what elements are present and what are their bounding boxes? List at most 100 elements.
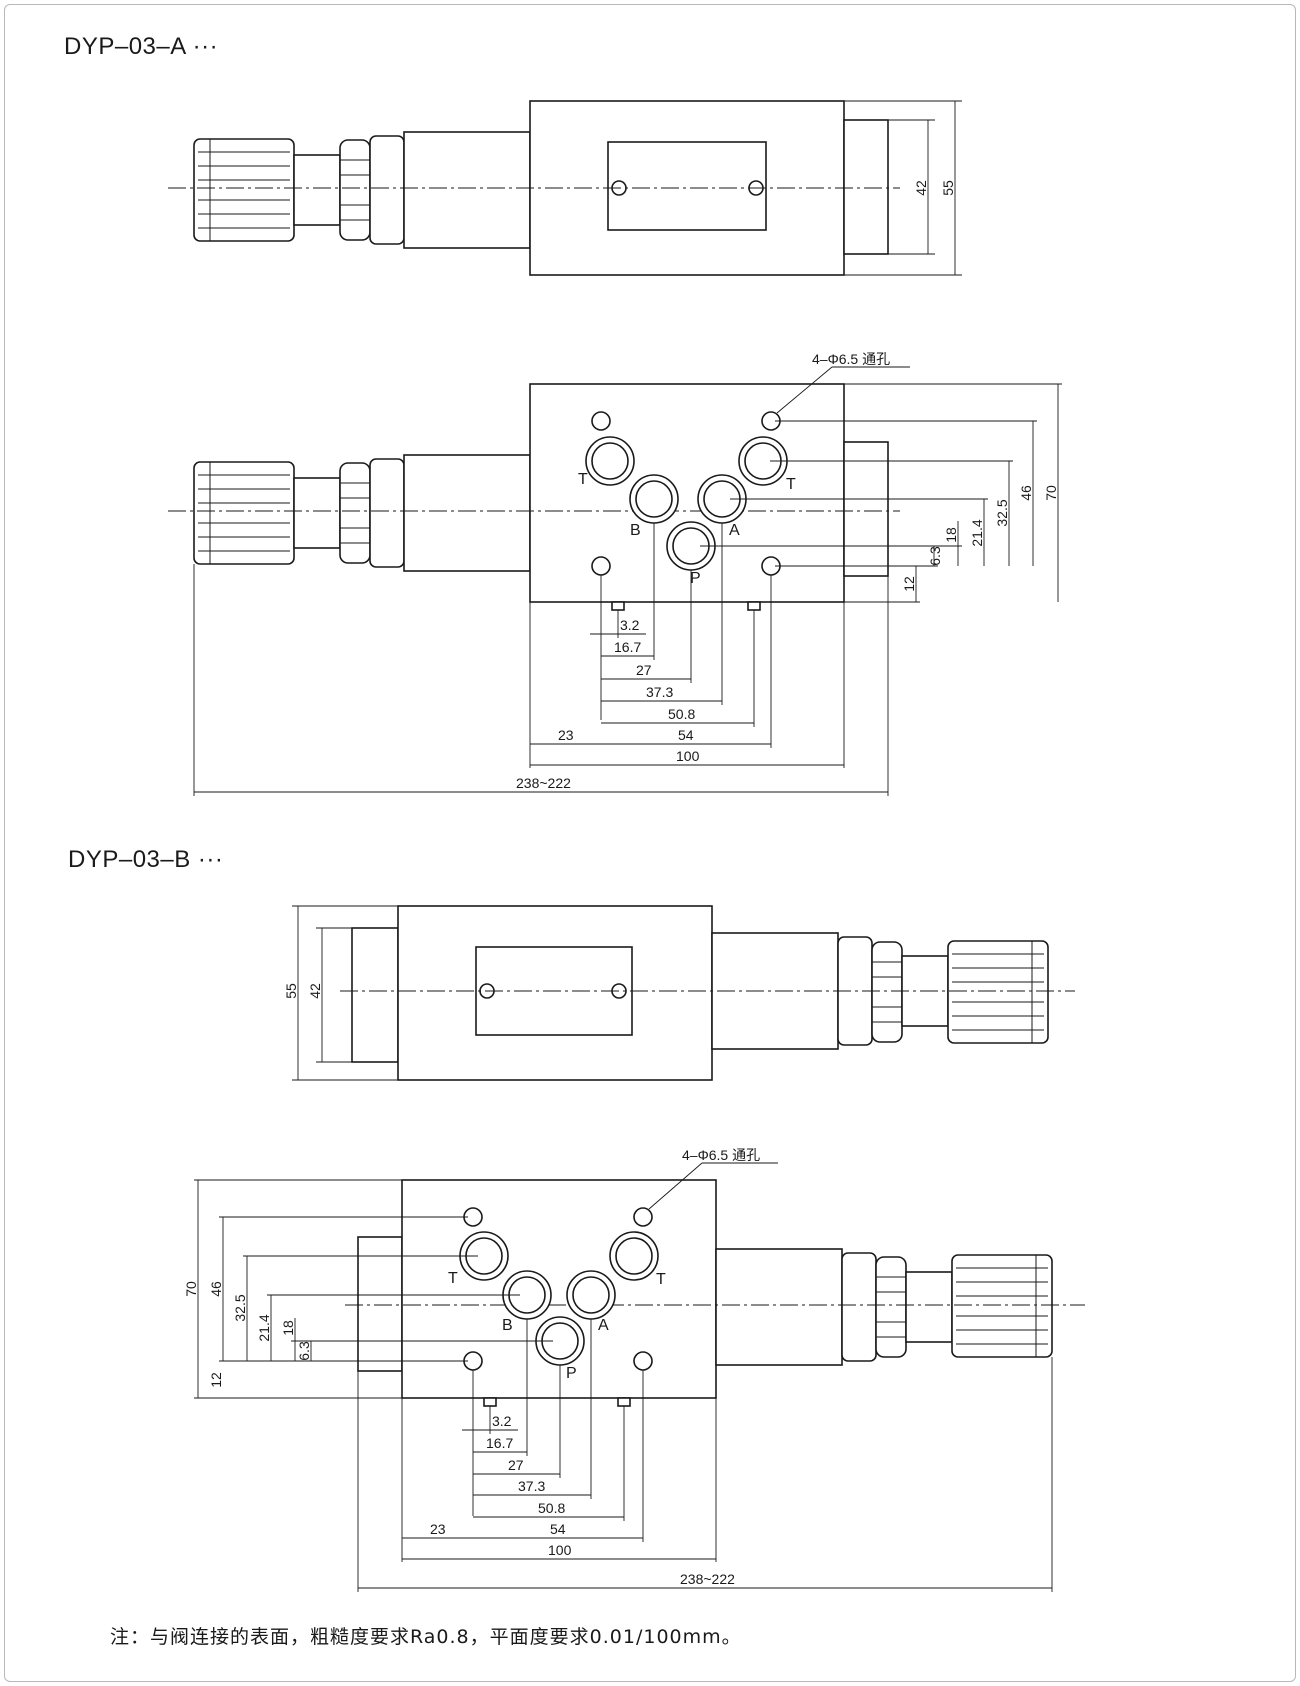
housing-a-bottom: [403, 454, 531, 572]
dim-37-3-label-a: 37.3: [646, 684, 673, 700]
stem-a-top: [293, 154, 341, 226]
dim-32-5-label-b: 32.5: [232, 1294, 248, 1321]
port-label-a-b: A: [598, 1317, 609, 1334]
dim-42-55-a: [844, 100, 962, 276]
port-b-a: [629, 474, 679, 524]
port-label-b-b: B: [502, 1317, 513, 1334]
dim-21-4-label-a: 21.4: [969, 519, 985, 546]
hex-nut-b-top: [871, 941, 903, 1043]
hole-note-a: 4–Φ6.5 通孔: [812, 351, 890, 367]
housing-a-top: [403, 131, 531, 249]
dim-16-7-label-a: 16.7: [614, 639, 641, 655]
port-label-p-b: P: [566, 1365, 577, 1382]
dim-54-label-b: 54: [550, 1521, 566, 1537]
port-label-t-right-a: T: [786, 476, 796, 493]
mount-hole-br-b: [633, 1351, 653, 1371]
view-a-top: 42 55: [168, 100, 962, 276]
adjust-knob-a-bottom: [193, 461, 295, 565]
dim-23-label-b: 23: [430, 1521, 446, 1537]
dims-vertical-a: [700, 383, 1062, 603]
dim-100-label-a: 100: [676, 748, 700, 764]
dim-27-label-b: 27: [508, 1457, 524, 1473]
dim-23-label-a: 23: [558, 727, 574, 743]
end-cap-b-top: [351, 927, 399, 1063]
dim-3-2-label-a: 3.2: [620, 617, 640, 633]
dim-55-label-b: 55: [283, 983, 299, 999]
dim-46-label-b: 46: [208, 1281, 224, 1297]
locating-pin-right-b: [617, 1397, 631, 1407]
end-cap-a-top: [843, 119, 889, 255]
dim-42-label-b: 42: [307, 983, 323, 999]
adjust-knob-b-bottom: [951, 1254, 1053, 1358]
dim-21-4-label-b: 21.4: [256, 1314, 272, 1341]
mount-hole-tl-a: [591, 411, 611, 431]
end-cap-b-bottom: [357, 1236, 403, 1372]
port-t-right-a: [738, 436, 788, 486]
dim-37-3-label-b: 37.3: [518, 1478, 545, 1494]
port-b-b: [502, 1270, 552, 1320]
section-title-b: DYP–03–B ···: [68, 846, 224, 873]
view-b-bottom: T T B A P 4–Φ6.5 通孔 70 46 32.5 21.4: [183, 1147, 1085, 1592]
adjust-knob-a-top: [193, 138, 295, 242]
name-plate-a-top: [607, 141, 767, 231]
section-title-a: DYP–03–A ···: [64, 33, 219, 60]
dim-70-label-a: 70: [1043, 485, 1059, 501]
locating-pin-left-b: [483, 1397, 497, 1407]
dims-vertical-b: [194, 1179, 553, 1399]
dim-12-label-a: 12: [901, 576, 917, 592]
view-a-bottom: T T B A P 4–Φ6.5 通孔 70 46: [168, 351, 1062, 796]
port-label-a-a: A: [729, 522, 740, 539]
stem-b-bottom: [905, 1271, 953, 1343]
dim-100-label-b: 100: [548, 1542, 572, 1558]
dim-18-label-a: 18: [943, 527, 959, 543]
port-label-t-left-a: T: [578, 471, 588, 488]
dim-55-label-a: 55: [940, 180, 956, 196]
hex-nut-b-bottom: [875, 1256, 907, 1358]
dim-16-7-label-b: 16.7: [486, 1435, 513, 1451]
dim-54-label-a: 54: [678, 727, 694, 743]
port-label-b-a: B: [630, 522, 641, 539]
dim-27-label-a: 27: [636, 662, 652, 678]
dim-46-label-a: 46: [1018, 485, 1034, 501]
port-label-t-right-b: T: [656, 1271, 666, 1288]
hole-note-leader-b: [648, 1162, 703, 1210]
hex-nut-a-top: [339, 139, 371, 241]
body-nut-b-bottom: [841, 1252, 877, 1362]
hole-note-leader-a: [776, 366, 833, 414]
dim-18-label-b: 18: [280, 1320, 296, 1336]
port-label-p-a: P: [690, 570, 701, 587]
port-label-t-left-b: T: [448, 1270, 458, 1287]
housing-b-bottom: [715, 1248, 843, 1366]
dim-238-label-b: 238~222: [680, 1571, 735, 1587]
dim-42-55-b: [292, 905, 398, 1081]
hex-nut-a-bottom: [339, 462, 371, 564]
mount-hole-bl-a: [591, 556, 611, 576]
dim-6-3-label-b: 6.3: [296, 1341, 312, 1361]
dim-50-8-label-a: 50.8: [668, 706, 695, 722]
dims-horizontal-b: [357, 1319, 1053, 1592]
dim-6-3-label-a: 6.3: [927, 546, 943, 566]
end-cap-a-bottom: [843, 441, 889, 577]
locating-pin-left-a: [611, 601, 625, 611]
stem-a-bottom: [293, 477, 341, 549]
port-t-left-b: [459, 1231, 509, 1281]
drawing-sheet: [4, 4, 1296, 1682]
dims-horizontal-a: [193, 523, 889, 796]
view-b-top: 42 55: [283, 905, 1075, 1081]
locating-pin-right-a: [747, 601, 761, 611]
dim-70-label-b: 70: [183, 1281, 199, 1297]
port-t-left-a: [585, 436, 635, 486]
mount-hole-tr-b: [633, 1207, 653, 1227]
dim-32-5-label-a: 32.5: [994, 499, 1010, 526]
adjust-knob-b-top: [947, 940, 1049, 1044]
port-p-b: [535, 1316, 585, 1366]
port-t-right-b: [609, 1231, 659, 1281]
footnote: 注：与阀连接的表面，粗糙度要求Ra0.8，平面度要求0.01/100mm。: [110, 1626, 742, 1648]
body-nut-a-top: [369, 135, 405, 245]
dim-50-8-label-b: 50.8: [538, 1500, 565, 1516]
dim-42-label-a: 42: [913, 180, 929, 196]
body-nut-a-bottom: [369, 458, 405, 568]
port-a-b: [566, 1270, 616, 1320]
dim-3-2-label-b: 3.2: [492, 1413, 512, 1429]
